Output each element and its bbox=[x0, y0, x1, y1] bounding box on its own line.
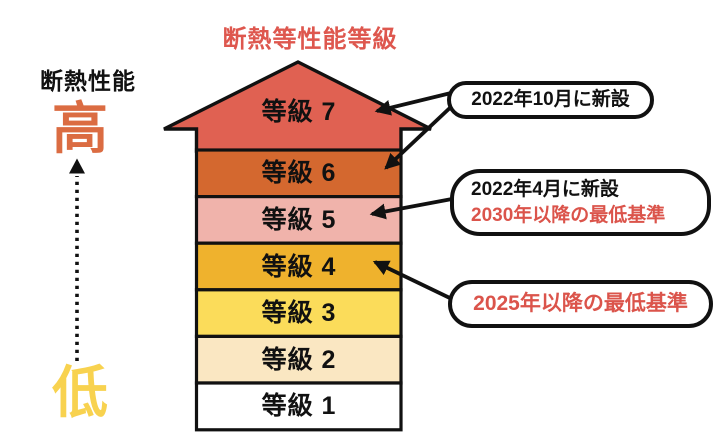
callout-text-minimum-2025: 2025年以降の最低基準 bbox=[473, 292, 688, 315]
callout-minimum-2025: 2025年以降の最低基準 bbox=[448, 280, 713, 328]
grade-label-1: 等級 1 bbox=[261, 392, 337, 420]
grade-6-band bbox=[194, 148, 403, 199]
callout-text: 2022年10月に新設 bbox=[471, 89, 630, 110]
grade-label-4: 等級 4 bbox=[261, 253, 337, 281]
grade-label-6: 等級 6 bbox=[261, 159, 337, 187]
grade-2-band bbox=[194, 334, 403, 385]
grade-5-band bbox=[194, 195, 403, 245]
grade-3-band bbox=[194, 288, 403, 338]
grade-1-band bbox=[194, 381, 403, 432]
callout1-arrow-to-grade6 bbox=[384, 103, 455, 170]
callout-new-apr-2022: 2022年4月に新設 2030年以降の最低基準 bbox=[450, 169, 711, 236]
callout-text: 2022年4月に新設 bbox=[471, 179, 619, 200]
grade-label-3: 等級 3 bbox=[261, 299, 337, 327]
performance-axis-label: 断熱性能 bbox=[40, 68, 136, 94]
callout-new-oct-2022: 2022年10月に新設 bbox=[447, 81, 654, 119]
callout3-arrow-to-grade4 bbox=[372, 260, 455, 302]
grade-label-2: 等級 2 bbox=[261, 346, 337, 374]
up-arrowhead-icon bbox=[69, 158, 85, 174]
performance-low-label: 低 bbox=[52, 361, 108, 424]
grade-label-7: 等級 7 bbox=[261, 98, 337, 126]
grade-4-band bbox=[194, 241, 403, 292]
callout1-arrow-to-grade7 bbox=[374, 91, 452, 116]
callout2-arrow-to-grade5 bbox=[369, 197, 453, 220]
grade-label-5: 等級 5 bbox=[261, 206, 337, 234]
callout-text-minimum-2030: 2030年以降の最低基準 bbox=[471, 205, 666, 226]
performance-high-label: 高 bbox=[52, 97, 108, 160]
diagram-title: 断熱等性能等級 bbox=[222, 26, 398, 53]
